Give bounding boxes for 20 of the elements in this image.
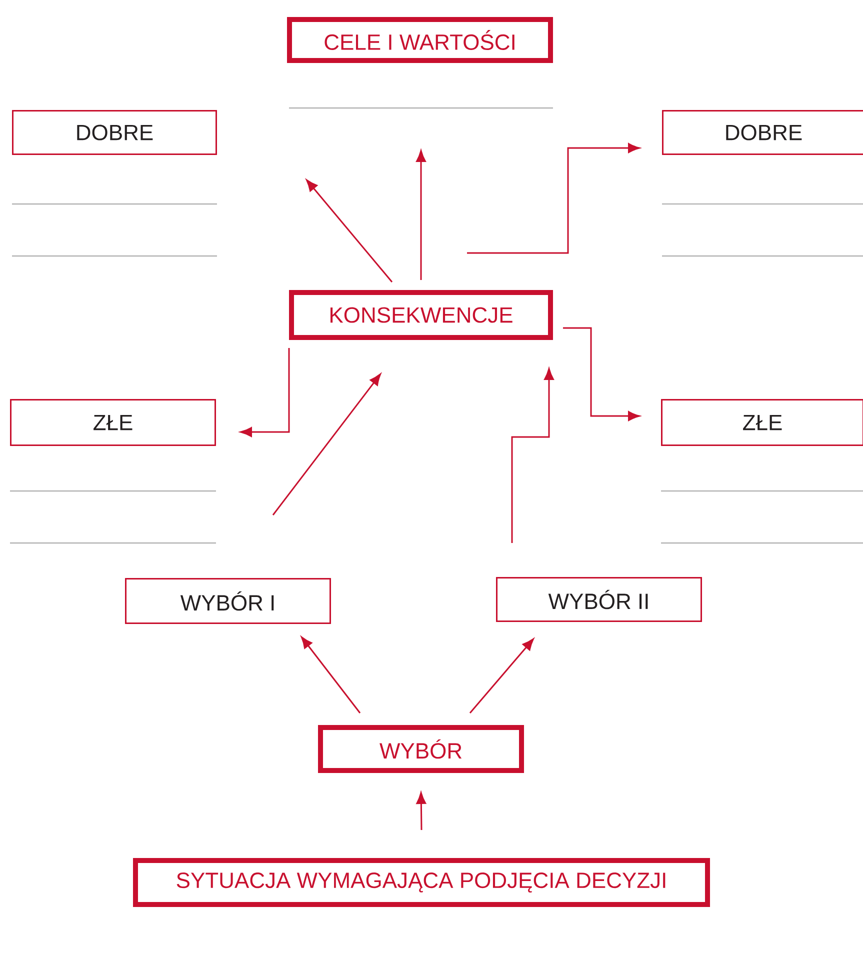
arrow — [467, 143, 640, 254]
arrow — [511, 368, 554, 543]
heading-box: WYBÓR — [318, 725, 524, 773]
arrow — [306, 180, 393, 282]
label-box: WYBÓR I — [125, 578, 331, 624]
arrow — [469, 638, 534, 714]
arrow — [416, 150, 426, 280]
arrow — [301, 636, 361, 714]
label-box: WYBÓR II — [496, 577, 702, 622]
label-box: DOBRE — [12, 110, 217, 155]
heading-box: SYTUACJA WYMAGAJĄCA PODJĘCIA DECYZJI — [133, 858, 710, 907]
label-box: ZŁE — [10, 399, 216, 446]
arrow — [240, 348, 290, 437]
arrow — [272, 374, 381, 516]
arrow — [563, 327, 640, 421]
heading-box: KONSEKWENCJE — [289, 290, 553, 340]
heading-box: CELE I WARTOŚCI — [287, 17, 553, 63]
label-box: ZŁE — [661, 399, 863, 446]
label-box: DOBRE — [662, 110, 863, 155]
arrow — [416, 792, 426, 830]
